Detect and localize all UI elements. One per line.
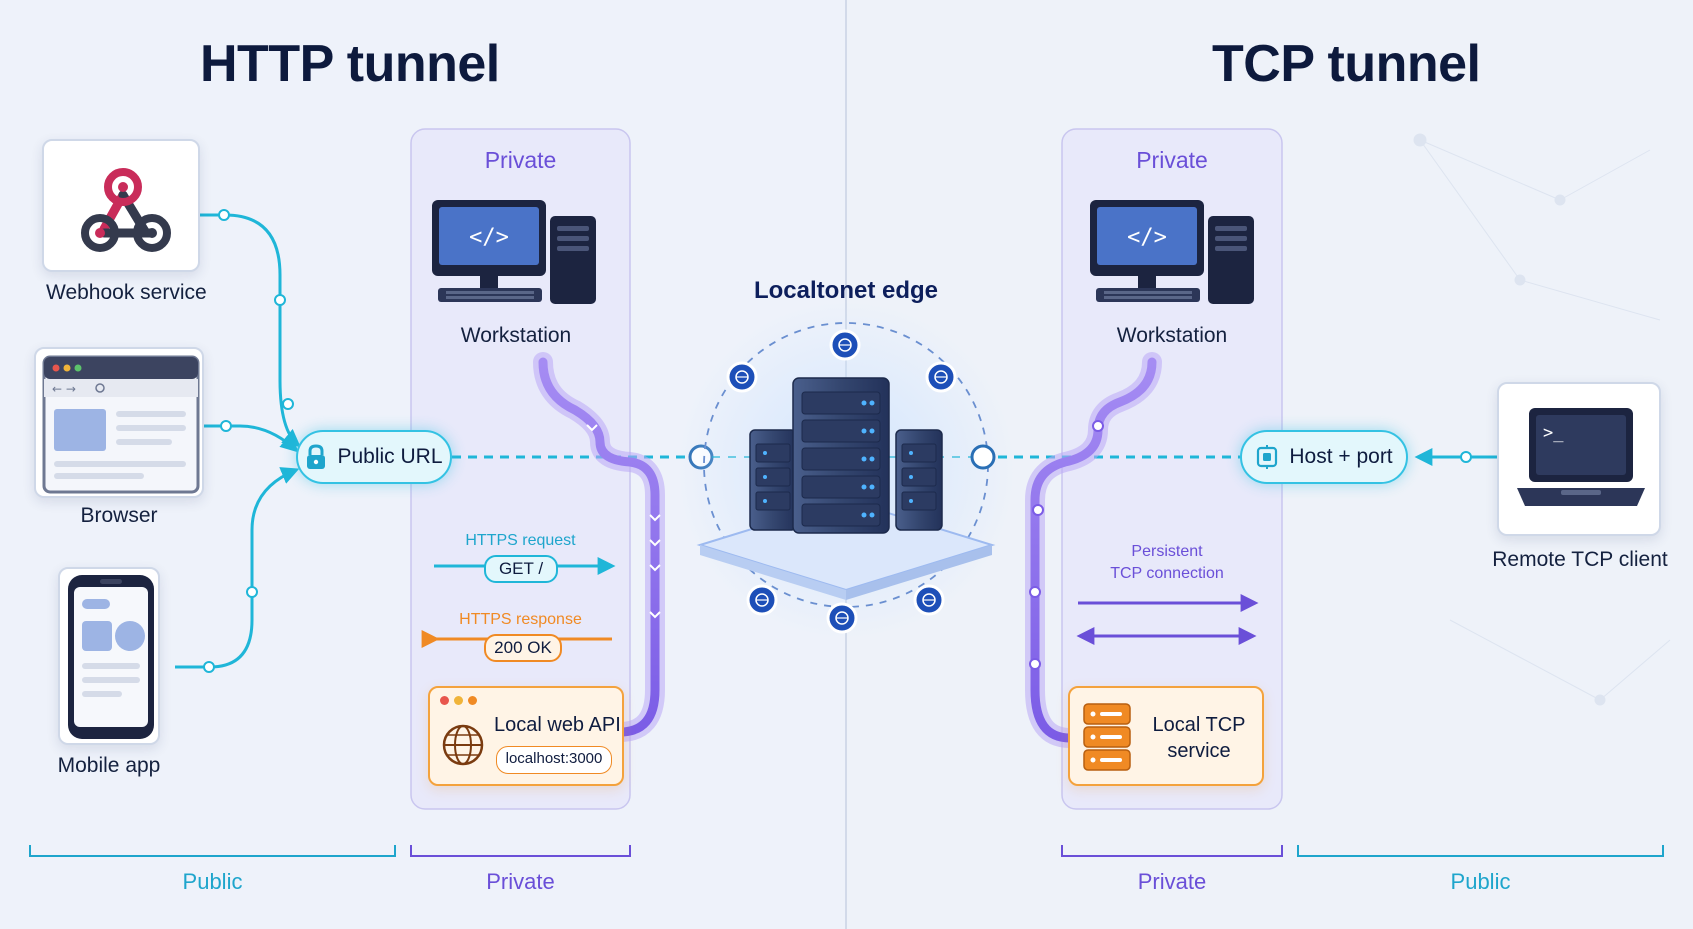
webhook-connector [199,213,301,448]
bracket-left-public [29,845,396,857]
edge-globe-nodes [726,329,957,634]
edge-platform-side [700,545,846,600]
footer-left-private: Private [486,869,555,894]
globe-icon [913,584,945,616]
globe-icon [829,329,861,361]
mobile-app-card[interactable] [58,567,160,745]
local-web-api-card[interactable]: Local web API localhost:3000 [428,686,624,786]
svg-text:</>: </> [469,225,509,250]
tcp-tunnel-title: TCP tunnel [1212,35,1481,93]
smartphone-icon [68,575,154,739]
tcp-connection-label-line2: TCP connection [1110,565,1224,582]
client-connectors [175,213,301,669]
laptop-terminal-icon: >_ [1517,408,1645,506]
response-status-tag: 200 OK [484,634,562,662]
local-tcp-service-card[interactable]: Local TCP service [1068,686,1264,786]
server-stack-icon [1083,703,1131,771]
svg-text:</>: </> [1127,225,1167,250]
webhook-service-label: Webhook service [46,281,207,304]
http-private-zone-label: Private [484,147,557,173]
http-tunnel-title: HTTP tunnel [200,35,500,93]
webhook-service-card[interactable] [42,139,200,272]
edge-server-rack-icon [749,377,943,534]
request-method-tag: GET / [484,555,558,583]
browser-window-icon: ← → [42,355,200,494]
mobile-connector [175,467,300,669]
https-request-label: HTTPS request [465,532,576,549]
http-tunnel-chevrons [586,424,661,619]
svg-text:>_: >_ [1543,423,1564,443]
footer-brackets [29,845,1664,857]
window-controls [440,696,477,705]
public-url-label: Public URL [337,445,443,468]
http-workstation-label: Workstation [460,324,572,347]
globe-icon [826,602,858,634]
http-tunnel-path [538,357,660,737]
background-network-pattern [1413,133,1671,706]
local-tcp-service-line1: Local TCP [1152,714,1246,736]
tcp-workstation-label: Workstation [1116,324,1228,347]
workstation-icon: </> [1090,200,1254,304]
tcp-tunnel-path [1030,357,1157,743]
tcp-connection-label-line1: Persistent [1131,543,1203,560]
local-tcp-service-line2: service [1167,740,1231,762]
webhook-icon [81,168,171,252]
lock-icon [307,444,326,469]
browser-connector [204,424,299,453]
edge-platform-side-2 [846,545,992,600]
public-url-pill[interactable]: Public URL [296,430,452,484]
remote-tcp-client-label: Remote TCP client [1492,548,1668,571]
footer-right-public: Public [1450,869,1511,894]
connector-dot [1460,451,1472,463]
globe-icon [746,584,778,616]
mobile-app-label: Mobile app [57,754,161,777]
host-port-pill[interactable]: Host + port [1240,430,1408,484]
local-web-api-name: Local web API [494,714,621,736]
tcp-private-zone-label: Private [1136,147,1208,173]
footer-right-private: Private [1137,869,1207,894]
footer-left-public: Public [182,869,243,894]
host-port-label: Host + port [1289,445,1393,468]
browser-card[interactable]: ← → [34,347,204,498]
edge-port-right [970,444,996,470]
localtonet-edge-label: Localtonet edge [753,277,939,304]
connector-dots [203,209,294,673]
globe-icon [726,361,758,393]
svg-text:← →: ← → [52,382,76,396]
bracket-left-private [410,845,631,857]
bracket-right-private [1061,845,1283,857]
workstation-icon: </> [432,200,596,304]
tcp-tunnel-dots [1029,420,1104,670]
globe-icon [925,361,957,393]
https-response-label: HTTPS response [459,611,582,628]
bracket-right-public [1297,845,1664,857]
browser-label: Browser [80,504,158,527]
globe-icon [442,724,484,766]
network-plug-icon [1257,445,1278,469]
localhost-address: localhost:3000 [496,746,612,774]
remote-tcp-client-card[interactable]: >_ [1497,382,1661,536]
